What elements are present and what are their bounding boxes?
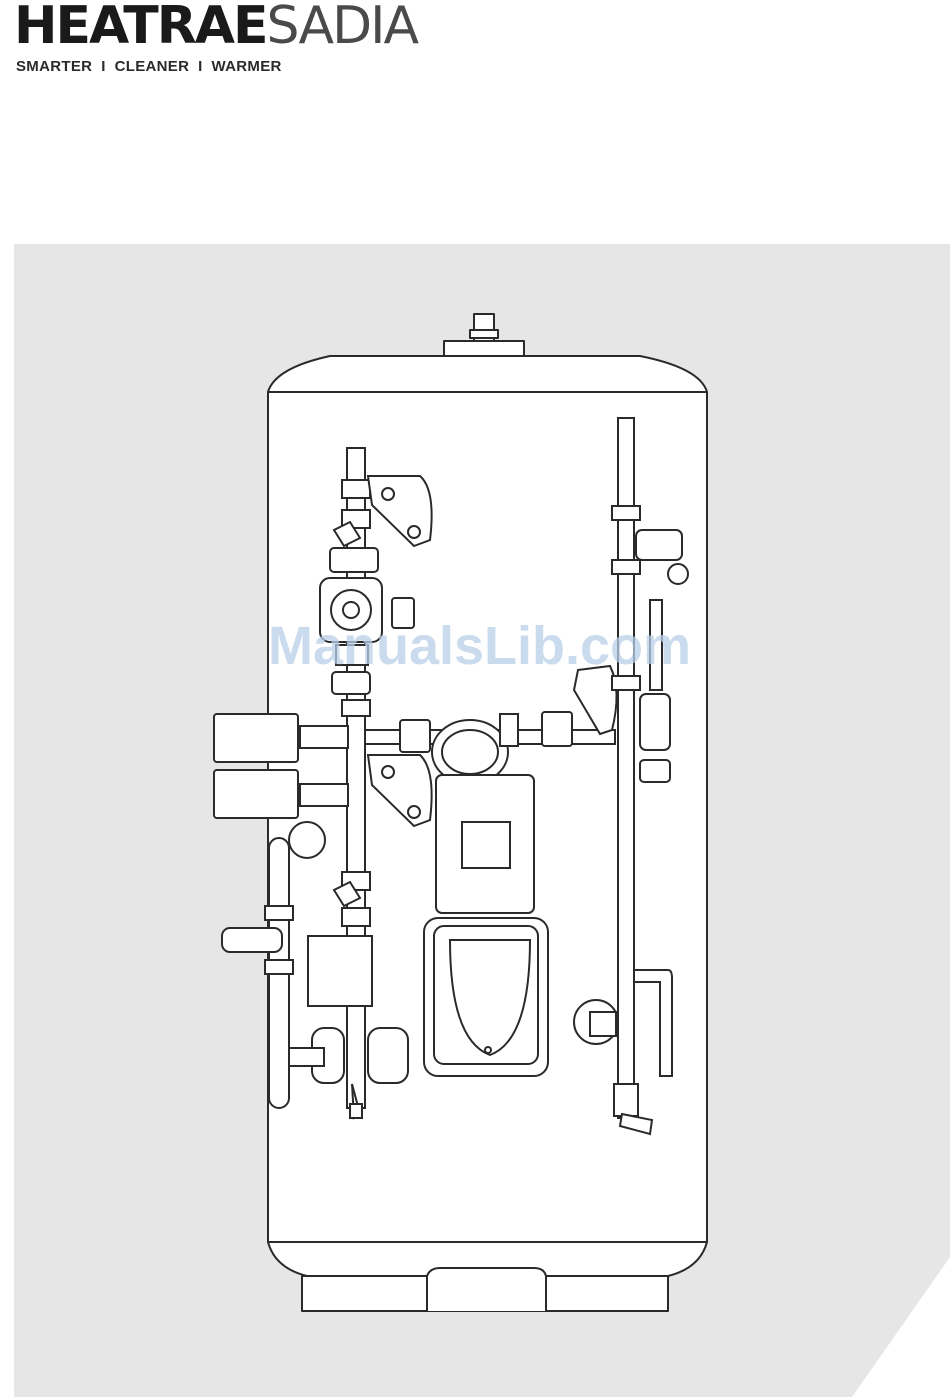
cylinder-top-dome	[268, 356, 707, 392]
left-control-box-upper	[214, 714, 298, 762]
watermark: ManualsLib.com	[268, 615, 691, 677]
right-cold-pipe	[618, 418, 634, 1118]
top-label-plate	[444, 341, 524, 356]
skirt-cutout	[427, 1268, 546, 1311]
left-control-box-lower	[214, 770, 298, 818]
pressure-valve	[640, 694, 670, 750]
secondary-pump	[308, 936, 372, 1006]
